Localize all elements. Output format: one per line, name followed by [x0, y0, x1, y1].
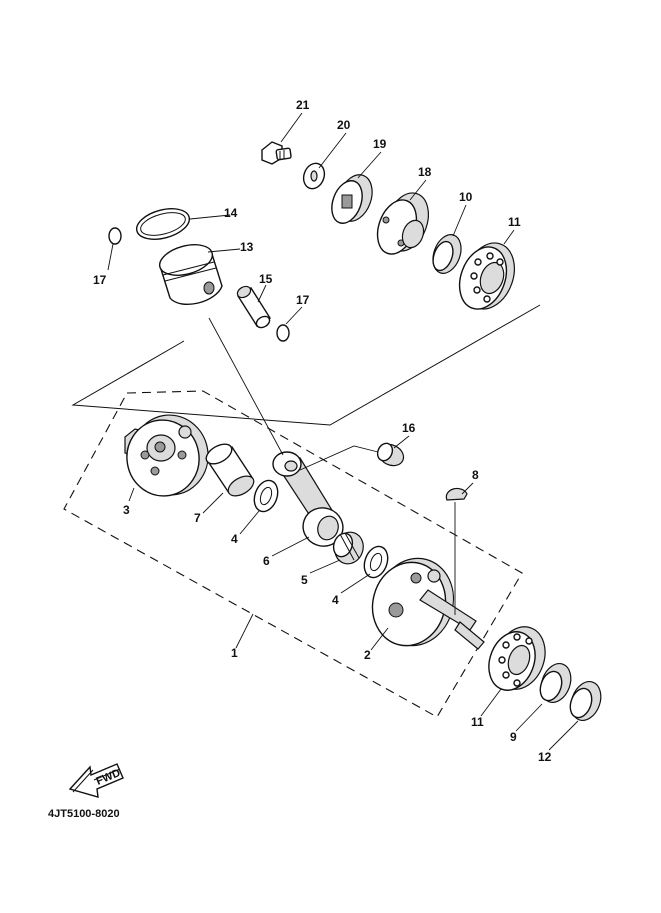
label-part-3: 3	[123, 503, 130, 517]
circlip-17-right[interactable]	[276, 324, 290, 342]
label-part-7: 7	[194, 511, 201, 525]
woodruff-key-8[interactable]	[445, 487, 468, 501]
leader-lines	[107, 112, 579, 751]
label-part-4-right: 4	[332, 593, 339, 607]
primary-gear-18[interactable]	[371, 187, 437, 259]
label-part-16: 16	[402, 421, 416, 435]
big-end-bearing-5[interactable]	[330, 528, 367, 568]
oil-seal-9[interactable]	[536, 659, 576, 706]
piston-to-rod-centerline	[208, 317, 284, 456]
label-part-14: 14	[224, 206, 238, 220]
diagram-code: 4JT5100-8020	[48, 808, 120, 820]
label-part-2: 2	[364, 648, 371, 662]
small-end-bearing-16[interactable]	[375, 440, 407, 469]
label-part-17-right: 17	[296, 293, 310, 307]
label-part-19: 19	[373, 137, 387, 151]
label-part-13: 13	[240, 240, 254, 254]
piston-pin-15[interactable]	[235, 284, 271, 330]
label-part-1: 1	[231, 646, 238, 660]
label-part-15: 15	[259, 272, 273, 286]
crank-web-3[interactable]	[121, 409, 214, 502]
fwd-arrow-icon: FWD	[68, 763, 124, 798]
label-part-12: 12	[538, 750, 552, 764]
gear-19[interactable]	[326, 170, 378, 227]
label-part-17-left: 17	[93, 273, 107, 287]
crank-pin-7[interactable]	[203, 440, 257, 500]
bolt-21[interactable]	[261, 141, 292, 165]
oil-seal-10[interactable]	[428, 231, 466, 277]
label-part-8: 8	[472, 468, 479, 482]
thrust-washer-4-right[interactable]	[360, 543, 392, 581]
collar-12[interactable]	[566, 677, 606, 724]
label-part-11-lower: 11	[471, 715, 484, 729]
piston-ring-14[interactable]	[133, 203, 192, 244]
label-part-18: 18	[418, 165, 432, 179]
washer-20[interactable]	[300, 160, 328, 191]
label-part-5: 5	[301, 573, 308, 587]
small-end-bearing-line	[299, 445, 379, 471]
bearing-11-lower[interactable]	[481, 620, 553, 697]
crank-web-2[interactable]	[363, 550, 485, 655]
bearing-11-upper[interactable]	[451, 236, 523, 316]
thrust-washer-4-left[interactable]	[250, 477, 282, 515]
label-part-6: 6	[263, 554, 270, 568]
label-part-9: 9	[510, 730, 517, 744]
label-part-11-upper: 11	[508, 215, 521, 229]
label-part-10: 10	[459, 190, 473, 204]
label-part-4-left: 4	[231, 532, 238, 546]
upper-group-outline	[71, 304, 541, 426]
label-part-20: 20	[337, 118, 351, 132]
circlip-17-left[interactable]	[108, 227, 122, 245]
label-part-21: 21	[296, 98, 310, 112]
piston-13[interactable]	[156, 239, 223, 306]
